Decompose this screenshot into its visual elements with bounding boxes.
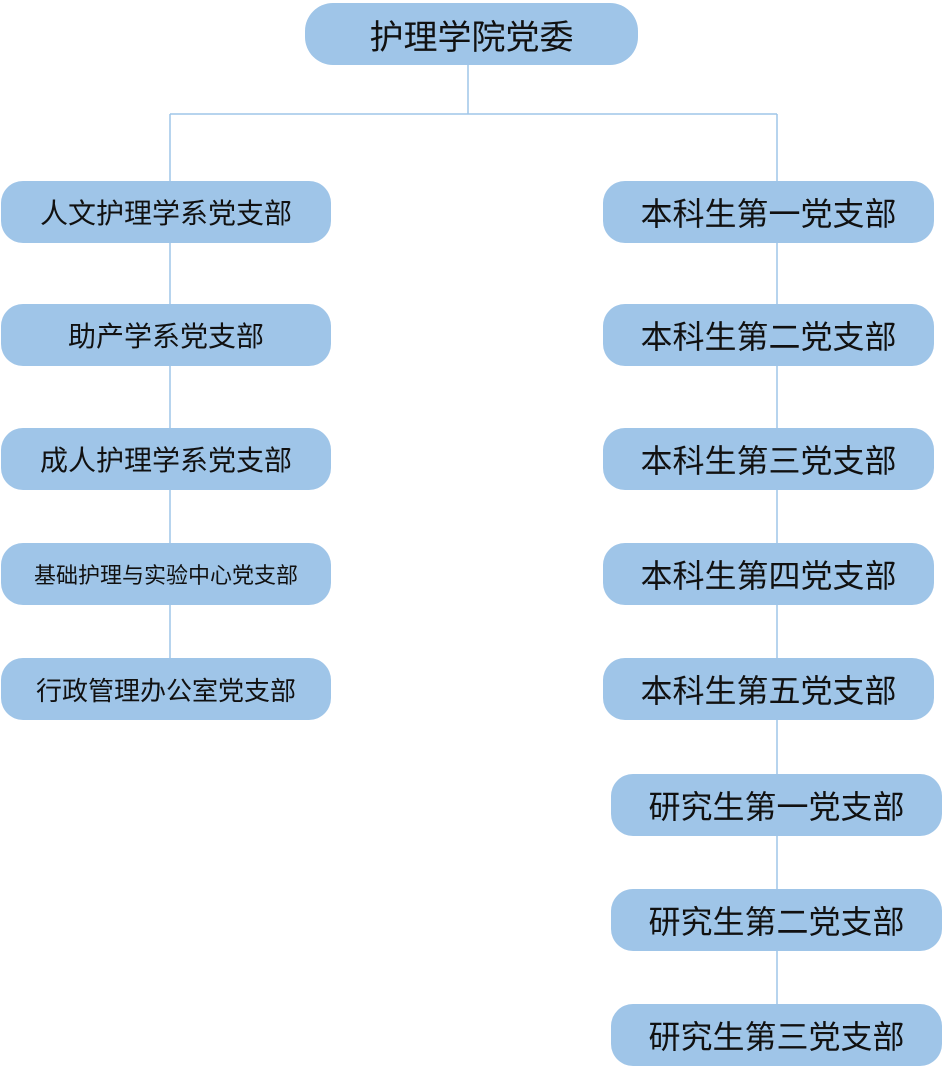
- right-node-7: 研究生第二党支部: [611, 889, 942, 951]
- right-node-4: 本科生第四党支部: [603, 543, 934, 605]
- right-node-5: 本科生第五党支部: [603, 658, 934, 720]
- root-node: 护理学院党委: [305, 3, 638, 65]
- right-node-7-label: 研究生第二党支部: [648, 903, 905, 941]
- right-node-2-label: 本科生第二党支部: [640, 318, 897, 356]
- left-node-4-label: 基础护理与实验中心党支部: [33, 564, 298, 589]
- left-node-2: 助产学系党支部: [1, 304, 331, 366]
- right-node-6: 研究生第一党支部: [611, 774, 942, 836]
- left-node-1: 人文护理学系党支部: [1, 181, 331, 243]
- right-node-1-label: 本科生第一党支部: [640, 195, 897, 233]
- right-node-4-label: 本科生第四党支部: [640, 557, 897, 595]
- right-node-2: 本科生第二党支部: [603, 304, 934, 366]
- left-node-1-label: 人文护理学系党支部: [39, 197, 292, 230]
- left-node-3: 成人护理学系党支部: [1, 428, 331, 490]
- left-node-5-label: 行政管理办公室党支部: [35, 676, 296, 707]
- right-node-3-label: 本科生第三党支部: [640, 442, 897, 480]
- right-node-1: 本科生第一党支部: [603, 181, 934, 243]
- left-node-2-label: 助产学系党支部: [67, 320, 264, 353]
- left-node-3-label: 成人护理学系党支部: [39, 444, 292, 477]
- right-node-5-label: 本科生第五党支部: [640, 672, 897, 710]
- right-node-8: 研究生第三党支部: [611, 1004, 942, 1066]
- left-node-4: 基础护理与实验中心党支部: [1, 543, 331, 605]
- right-node-3: 本科生第三党支部: [603, 428, 934, 490]
- right-node-6-label: 研究生第一党支部: [648, 788, 905, 826]
- right-node-8-label: 研究生第三党支部: [648, 1018, 905, 1056]
- left-node-5: 行政管理办公室党支部: [1, 658, 331, 720]
- root-node-label: 护理学院党委: [369, 17, 574, 58]
